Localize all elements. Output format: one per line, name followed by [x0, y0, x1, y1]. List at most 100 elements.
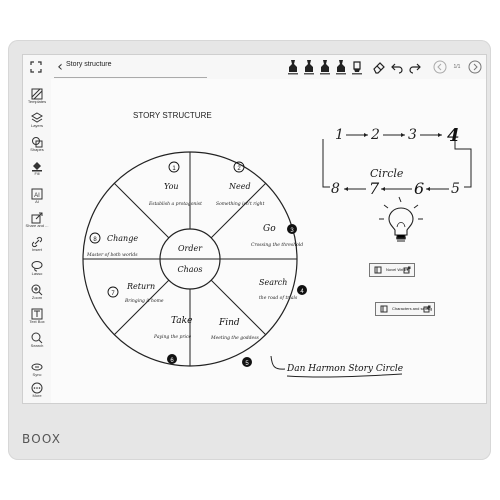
drawing-layer: Order Chaos 1 You Establish a protagonis… [82, 125, 472, 378]
sector-subtitle-3: Crossing the threshold [251, 242, 303, 248]
fill-icon [31, 157, 43, 172]
sector-subtitle-8: Master of both worlds [86, 252, 138, 258]
pen-4-icon[interactable] [333, 58, 349, 76]
sidebar-item-sync[interactable]: Sync [23, 354, 51, 384]
prev-page-icon[interactable] [432, 58, 448, 76]
left-sidebar: Templates Layers Shapes Fill AI [23, 79, 52, 403]
sidebar-item-fill[interactable]: Fill [23, 153, 51, 183]
sector-take: Take Paying the price 6 [153, 316, 192, 364]
sector-you: 1 You Establish a protagonist [148, 161, 202, 207]
sector-number-6: 6 [170, 358, 174, 364]
screen: ‹ Story structure [22, 54, 487, 404]
svg-text:AI: AI [34, 193, 40, 199]
sidebar-item-templates[interactable]: Templates [23, 81, 51, 111]
expand-icon[interactable] [27, 58, 45, 76]
sector-subtitle-6: Paying the price [153, 334, 191, 340]
sidebar-label-insert: Insert [31, 247, 42, 252]
sidebar-item-search[interactable]: Search [23, 325, 51, 355]
share-icon [31, 209, 43, 224]
undo-icon[interactable] [389, 58, 405, 76]
sidebar-label-share: Share and ... [25, 223, 49, 228]
zoom-icon [31, 281, 43, 296]
lasso-icon [31, 257, 43, 272]
redo-icon[interactable] [407, 58, 423, 76]
sector-subtitle-7: Bringing it home [124, 298, 164, 304]
highlighter-icon[interactable] [349, 58, 365, 76]
circle-flow-diagram: 1 2 3 4 Circle 8 7 6 5 [322, 125, 472, 198]
link-characters-and-setting[interactable]: Characters and setting [375, 302, 435, 316]
flow-top-1: 1 [335, 127, 344, 143]
back-icon[interactable]: ‹ [57, 59, 63, 75]
templates-icon [31, 85, 43, 100]
sector-number-1: 1 [172, 166, 176, 172]
flow-top-3: 3 [408, 127, 417, 143]
external-link-icon [403, 266, 411, 274]
sector-number-8: 8 [93, 237, 97, 243]
sidebar-item-more[interactable]: More [23, 375, 51, 403]
sidebar-label-layers: Layers [30, 123, 43, 128]
sidebar-label-shapes: Shapes [30, 147, 44, 152]
insert-icon [31, 233, 43, 248]
top-toolbar: ‹ Story structure [23, 55, 486, 80]
flow-top-2: 2 [370, 127, 380, 143]
title-underline [54, 77, 207, 78]
tool-group: 1/1 [285, 58, 483, 76]
sector-number-4: 4 [300, 289, 304, 295]
sector-title-8: Change [107, 234, 138, 243]
story-title: STORY STRUCTURE [133, 111, 212, 120]
more-icon [31, 379, 43, 394]
sector-go: Go 3 Crossing the threshold [251, 224, 303, 248]
next-page-icon[interactable] [467, 58, 483, 76]
document-link-icon [380, 305, 388, 313]
flow-bottom-7: 7 [369, 179, 380, 198]
note-canvas[interactable]: STORY STRUCTURE Order Chaos [51, 79, 486, 403]
sector-title-2: Need [228, 182, 251, 191]
circle-center-chaos: Chaos [178, 265, 203, 274]
flow-top-4: 4 [447, 125, 460, 146]
document-title[interactable]: Story structure [66, 61, 112, 68]
pen-1-icon[interactable] [285, 58, 301, 76]
sector-title-7: Return [126, 282, 155, 291]
flow-bottom-8: 8 [331, 181, 340, 197]
document-link-icon [374, 266, 382, 274]
sector-subtitle-1: Establish a protagonist [148, 201, 202, 207]
sidebar-item-zoom[interactable]: Zoom [23, 277, 51, 307]
sector-number-3: 3 [290, 228, 294, 234]
page-indicator: 1/1 [453, 64, 461, 70]
sidebar-label-more: More [32, 393, 42, 398]
sidebar-label-sync: Sync [32, 372, 42, 377]
sector-subtitle-2: Something isn't right [216, 201, 265, 207]
external-link-icon [423, 305, 431, 313]
sidebar-label-ai: AI [35, 199, 39, 204]
sector-title-6: Take [171, 316, 192, 326]
sidebar-item-share[interactable]: Share and ... [23, 205, 51, 235]
pen-2-icon[interactable] [301, 58, 317, 76]
sector-number-2: 2 [237, 166, 241, 172]
layers-icon [31, 109, 43, 123]
link-label-novel-writing: Novel Writing [386, 267, 410, 272]
sidebar-item-text-box[interactable]: Text Box [23, 301, 51, 331]
sector-number-5: 5 [245, 361, 249, 367]
shapes-icon [31, 133, 43, 148]
sidebar-label-search: Search [30, 343, 44, 348]
pen-3-icon[interactable] [317, 58, 333, 76]
sector-need: 2 Need Something isn't right [216, 161, 265, 207]
ai-icon: AI [31, 185, 43, 200]
eraser-icon[interactable] [371, 58, 387, 76]
brand-logo: BOOX [22, 432, 62, 446]
sidebar-item-lasso[interactable]: Lasso [23, 253, 51, 283]
sidebar-label-lasso: Lasso [31, 271, 43, 276]
flow-label: Circle [370, 167, 404, 180]
sidebar-item-insert[interactable]: Insert [23, 229, 51, 259]
sector-search: Search 4 the road of trials [259, 278, 307, 301]
sidebar-item-shapes[interactable]: Shapes [23, 129, 51, 159]
sector-return: 7 Return Bringing it home [107, 282, 164, 304]
sector-find: Find Meeting the goddess 5 [210, 318, 260, 367]
sector-title-4: Search [259, 278, 287, 287]
sidebar-item-ai[interactable]: AI AI [23, 181, 51, 211]
link-novel-writing[interactable]: Novel Writing [369, 263, 415, 277]
sidebar-item-layers[interactable]: Layers [23, 105, 51, 135]
flow-bottom-5: 5 [451, 181, 460, 197]
text-box-icon [31, 305, 43, 320]
flow-bottom-6: 6 [414, 179, 424, 198]
